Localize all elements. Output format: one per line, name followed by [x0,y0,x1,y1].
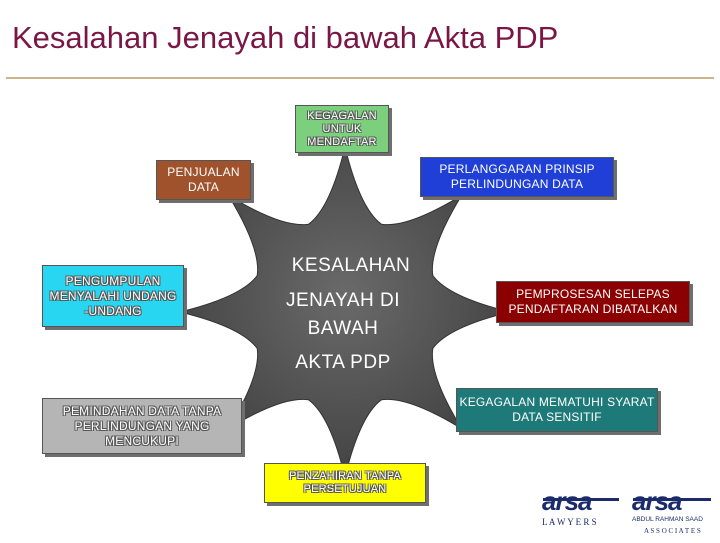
arsa-logos: arsa L A W Y E R S arsa ABDUL RAHMAN SAA… [540,486,718,538]
box-kegagalan-syarat: KEGAGALAN MEMATUHI SYARAT DATA SENSITIF [456,388,658,432]
box-kegagalan-mendaftar: KEGAGALAN UNTUK MENDAFTAR [295,105,389,153]
arsa-logo-2: arsa [632,486,682,516]
center-line-4: AKTA PDP [295,352,391,373]
box-pengumpulan: PENGUMPULAN MENYALAHI UNDANG -UNDANG [42,265,184,327]
center-line-3: BAWAH [307,318,379,339]
title-rule [6,77,714,79]
box-penjualan-data: PENJUALAN DATA [156,160,251,200]
box-penzahiran: PENZAHIRAN TANPA PERSETUJUAN [264,463,426,503]
arsa-logo-graphic [540,490,718,538]
arsa-logo-2-sub1: ABDUL RAHMAN SAAD [632,516,703,523]
box-pemprosesan: PEMPROSESAN SELEPAS PENDAFTARAN DIBATALK… [496,281,690,323]
arsa-logo-1-sub: L A W Y E R S [542,517,597,527]
center-line-2: JENAYAH DI [285,290,401,311]
arsa-logo-1: arsa [542,486,592,516]
box-pemindahan-data: PEMINDAHAN DATA TANPA PERLINDUNGAN YANG … [42,398,242,454]
center-line-1: KESALAHAN [291,255,411,276]
slide-title: Kesalahan Jenayah di bawah Akta PDP [12,20,559,55]
box-perlanggaran-prinsip: PERLANGGARAN PRINSIP PERLINDUNGAN DATA [420,157,614,197]
arsa-logo-2-sub2: A S S O C I A T E S [644,527,701,535]
